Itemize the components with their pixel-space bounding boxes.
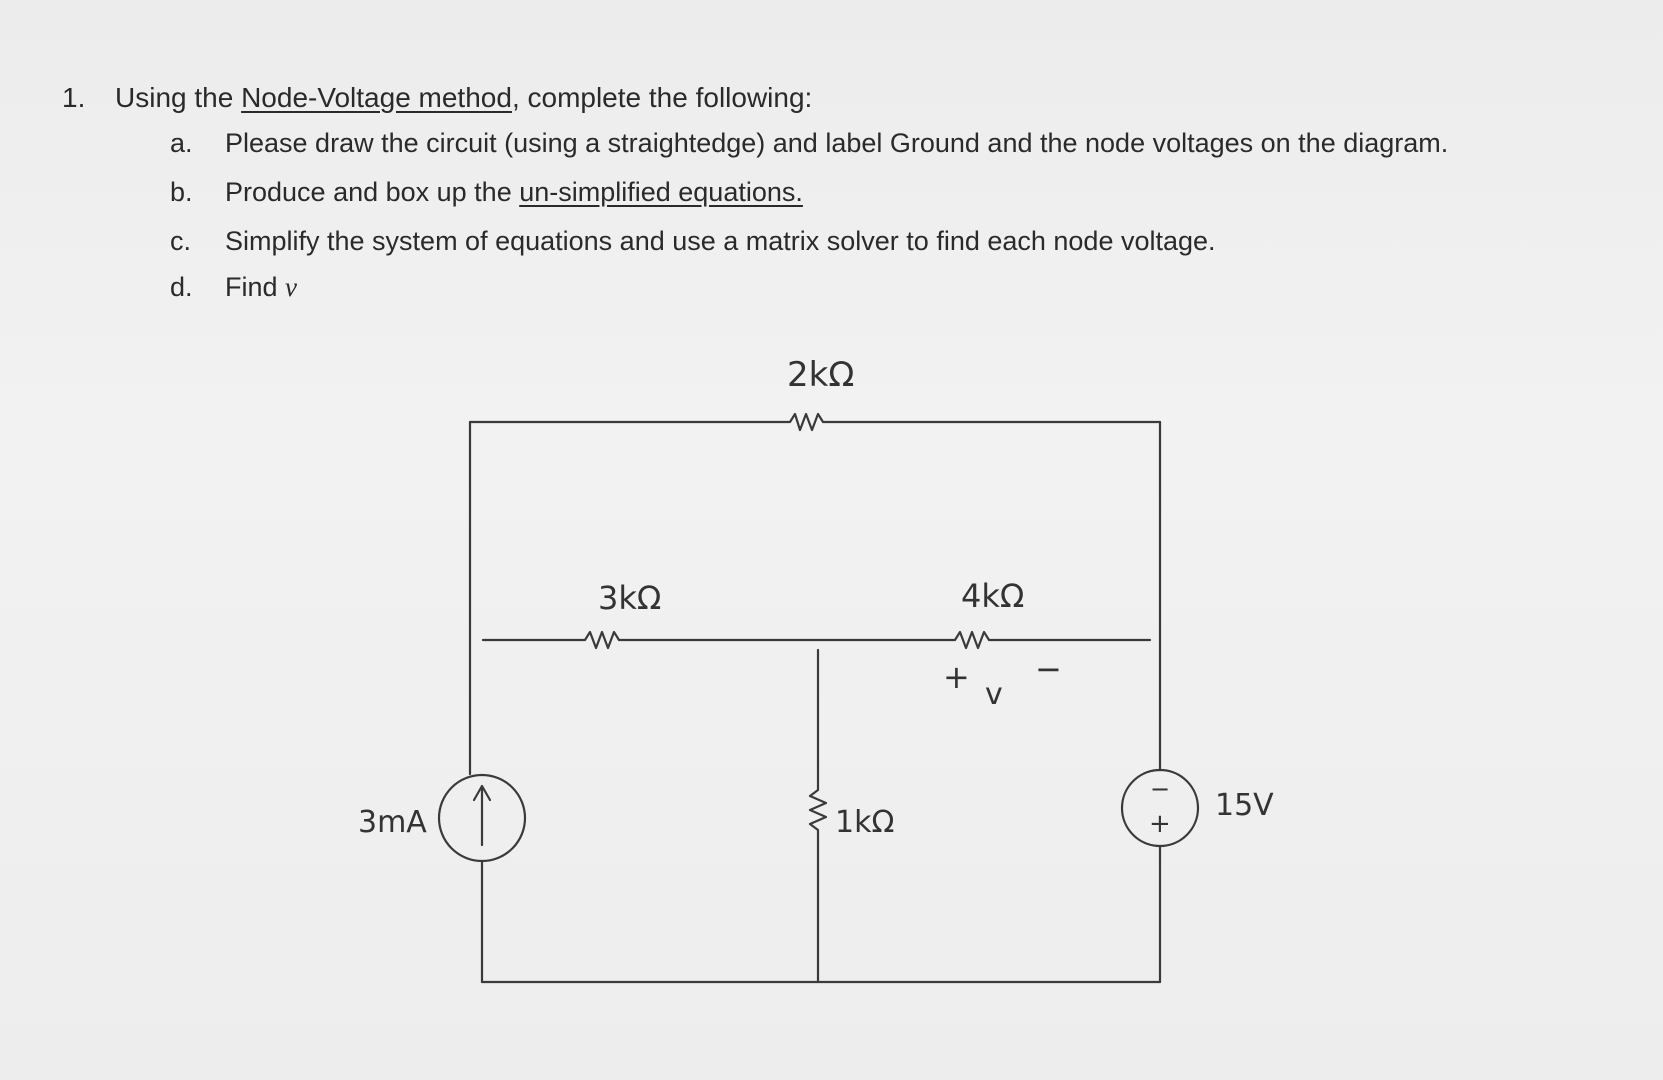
resistor-1k-label: 1kΩ bbox=[835, 805, 894, 840]
prompt-tail: , complete the following: bbox=[511, 82, 813, 113]
item-b-underlined: un-simplified equations. bbox=[519, 177, 803, 207]
item-d-variable: v bbox=[285, 272, 298, 302]
item-b-lead: Produce and box up the bbox=[225, 177, 520, 207]
current-arrow-icon bbox=[472, 784, 492, 847]
item-b-text: Produce and box up the un-simplified equ… bbox=[225, 177, 803, 208]
wire-top bbox=[468, 412, 1162, 432]
wire-middle-vertical bbox=[808, 648, 828, 984]
item-a-text: Please draw the circuit (using a straigh… bbox=[225, 128, 1449, 158]
current-source-label: 3mA bbox=[358, 805, 427, 840]
vs-minus-sign: − bbox=[1150, 775, 1170, 803]
voltage-source-label: 15V bbox=[1215, 788, 1274, 823]
item-a-letter: a. bbox=[170, 128, 193, 158]
item-c-letter: c. bbox=[170, 226, 192, 256]
prompt-lead: Using the bbox=[115, 82, 242, 113]
resistor-4k-label: 4kΩ bbox=[961, 577, 1024, 615]
resistor-2k-label: 2kΩ bbox=[787, 355, 854, 395]
resistor-3k-label: 3kΩ bbox=[598, 579, 661, 617]
wire-middle bbox=[481, 630, 1152, 650]
item-d-letter: d. bbox=[170, 272, 193, 302]
method-name: Node-Voltage method bbox=[241, 82, 512, 113]
question-prompt: Using the Node-Voltage method, complete … bbox=[115, 82, 812, 114]
vs-plus-sign: + bbox=[1149, 809, 1171, 839]
item-d-text: Find v bbox=[225, 272, 297, 303]
item-c-text: Simplify the system of equations and use… bbox=[225, 226, 1216, 256]
item-b-letter: b. bbox=[170, 177, 193, 207]
item-d-lead: Find bbox=[225, 272, 286, 302]
v-plus-sign: + bbox=[943, 658, 970, 696]
question-number: 1. bbox=[62, 82, 86, 113]
v-variable-label: v bbox=[985, 677, 1003, 712]
v-minus-sign: − bbox=[1035, 650, 1062, 688]
